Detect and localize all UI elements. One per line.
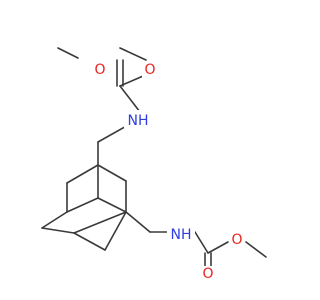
bond-n-carbonyl-bottom <box>194 231 209 254</box>
atom-o-carbonyl-top: O <box>92 62 108 78</box>
bond-cage-2 <box>97 164 127 182</box>
atom-nh-top: NH <box>124 110 152 129</box>
bond-cage-10 <box>73 211 127 234</box>
molecule-structure: O O NH NH O O <box>41 47 267 282</box>
atom-label: O <box>202 266 213 282</box>
bond-carbonyl-ester-bottom <box>207 241 229 254</box>
bond-carbonyl-n-top <box>119 85 141 113</box>
bond-cage-7 <box>41 211 68 229</box>
bond-cage-ch2-bottom <box>125 211 151 233</box>
bond-methyl-o-top <box>57 47 79 59</box>
bond-cage-9 <box>41 227 75 234</box>
atom-label: NH <box>171 227 192 243</box>
bond-o-c-top <box>119 47 147 61</box>
bond-cage-12 <box>104 211 127 251</box>
atom-label: O <box>94 62 105 78</box>
atom-nh-bottom: NH <box>167 224 195 243</box>
bond-cage-1 <box>66 164 99 184</box>
bond-cage-6 <box>97 197 127 213</box>
atom-o-carbonyl-bottom: O <box>200 266 216 282</box>
atom-o-ester-bottom: O <box>229 232 245 248</box>
atom-label: O <box>231 232 242 248</box>
atom-o-ester-top: O <box>142 62 158 78</box>
atom-label: O <box>144 62 155 78</box>
bond-o-methyl-bottom <box>245 241 267 258</box>
bond-cage-11 <box>73 232 106 251</box>
bond-cage-8 <box>66 197 99 213</box>
atom-label: NH <box>128 113 149 129</box>
